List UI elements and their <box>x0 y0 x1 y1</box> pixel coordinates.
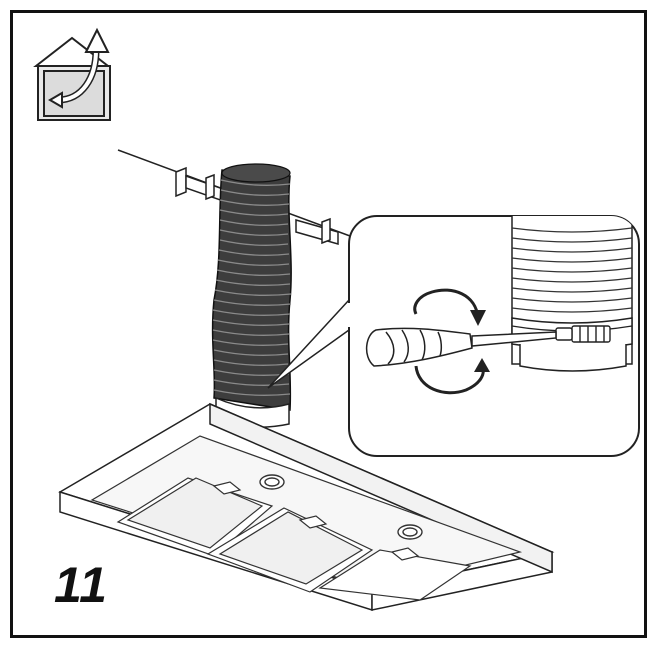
hood-light <box>259 474 423 540</box>
clamp-screw <box>555 325 611 343</box>
cooker-hood <box>58 402 555 612</box>
grease-filter <box>116 477 472 601</box>
duct-detail <box>511 216 633 372</box>
detail-callout <box>267 215 640 457</box>
screwdriver-icon <box>365 327 557 367</box>
filter-handle <box>212 481 420 561</box>
house-outside-vent-icon <box>33 27 111 121</box>
flexible-exhaust-duct <box>211 163 292 428</box>
step-number: 11 <box>54 557 108 613</box>
mounting-bracket-right <box>295 217 339 245</box>
rotate-clockwise-icon <box>413 288 490 395</box>
mounting-bracket-left <box>175 166 227 204</box>
